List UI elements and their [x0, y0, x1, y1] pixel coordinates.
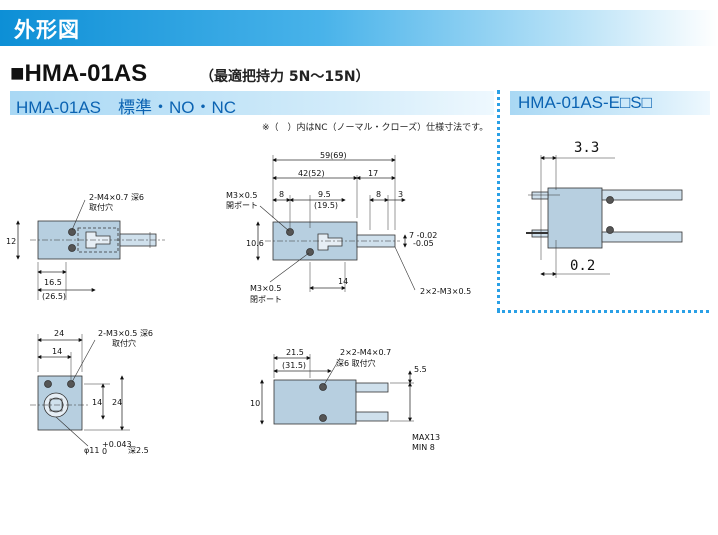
drawing-side-view — [260, 354, 414, 425]
header-bar — [0, 10, 718, 46]
d2-b2-label: (19.5) — [314, 201, 338, 210]
d2-port4-label: 閉ポート — [250, 295, 282, 304]
d4-s-label: 5.5 — [414, 365, 427, 374]
d4-height-label: 10 — [250, 399, 260, 408]
d3-phi-tol-label: +0.043 — [102, 440, 132, 449]
d3-tap-label2: 取付穴 — [112, 338, 136, 348]
d4-w2-label: (31.5) — [282, 361, 306, 370]
d2-total-label: 59(69) — [320, 151, 347, 160]
d2-port-label: M3×0.5 — [226, 191, 257, 200]
d5-top-label: 3.3 — [574, 140, 599, 156]
drawing-top-view — [16, 199, 165, 300]
d3-h1-label: 14 — [92, 398, 102, 407]
nc-note: ※（ ）内はNC（ノーマル・クローズ）仕様寸法です。 — [262, 123, 489, 133]
section-left-title: HMA-01AS 標準・NO・NC — [16, 98, 237, 117]
d3-width2-label: 14 — [52, 347, 62, 356]
d2-a-label: 8 — [279, 190, 284, 199]
product-title: ■HMA-01AS — [10, 60, 148, 87]
d2-s2-label: -0.05 — [413, 239, 434, 248]
d4-min-label: MIN 8 — [412, 443, 435, 452]
d3-tap-label: 2-M3×0.5 深6 — [98, 329, 153, 338]
d2-height-label: 10.6 — [246, 239, 264, 248]
d4-max-label: MAX13 — [412, 433, 440, 442]
d2-b-label: 9.5 — [318, 190, 331, 199]
dotted-divider-vertical — [497, 90, 500, 312]
d4-tap-label: 2×2-M4×0.7 — [340, 348, 391, 357]
d1-width2-label: (26.5) — [42, 292, 66, 301]
d3-phi-tol2-label: 0 — [102, 447, 107, 456]
d2-e-label: 14 — [338, 277, 348, 286]
drawing-end-view — [30, 334, 130, 447]
d4-tap-label2: 深6 取付穴 — [336, 358, 376, 368]
d3-width-label: 24 — [54, 329, 64, 338]
dotted-divider-horizontal — [497, 310, 709, 313]
d3-phi-label: φ11 — [84, 446, 99, 455]
d1-height-label: 12 — [6, 237, 16, 246]
section-right-bar — [510, 91, 710, 115]
d2-d-label: 3 — [398, 190, 403, 199]
d1-tap-label: 2-M4×0.7 深6 — [89, 193, 144, 202]
drawing-variant-view — [526, 155, 683, 278]
d3-phi-depth-label: 深2.5 — [128, 446, 149, 455]
d2-w1-label: 42(52) — [298, 169, 325, 178]
section-left-bar — [10, 91, 494, 115]
d5-bot-label: 0.2 — [570, 258, 595, 274]
d1-tap-label2: 取付穴 — [89, 202, 113, 212]
d1-width1-label: 16.5 — [44, 278, 62, 287]
d3-h2-label: 24 — [112, 398, 122, 407]
section-right-title: HMA-01AS-E□S□ — [518, 93, 652, 112]
product-subtitle: （最適把持力 5N～15N） — [200, 69, 370, 85]
d2-c-label: 8 — [376, 190, 381, 199]
d2-w2-label: 17 — [368, 169, 378, 178]
d2-port3-label: M3×0.5 — [250, 284, 281, 293]
d2-port-label2: 開ポート — [226, 201, 258, 210]
header-title: 外形図 — [14, 18, 80, 42]
d4-w1-label: 21.5 — [286, 348, 304, 357]
drawing-port-view — [256, 155, 416, 292]
d2-s-label: 7 -0.02 — [409, 231, 437, 240]
d2-tap-label: 2×2-M3×0.5 — [420, 287, 471, 296]
